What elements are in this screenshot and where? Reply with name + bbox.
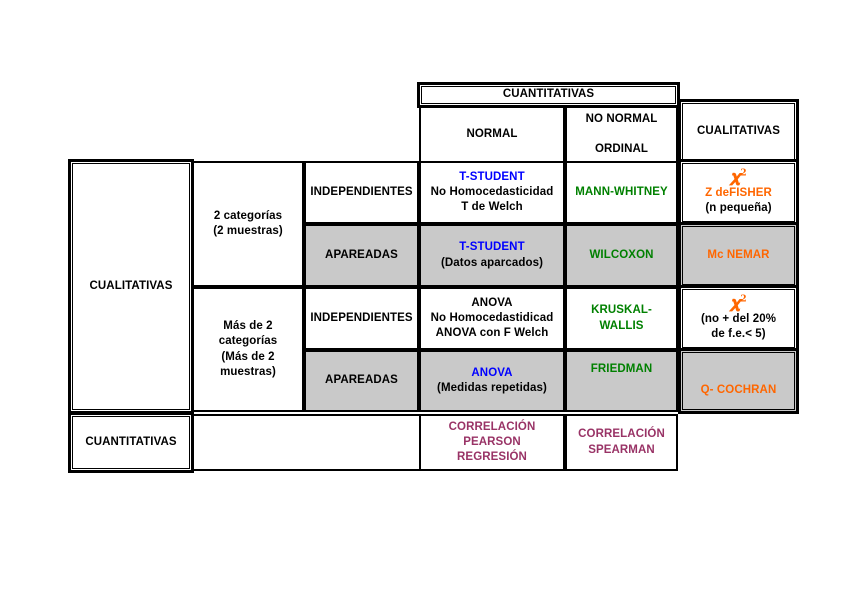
row2-qualitative-cell: Mc NEMAR [678, 222, 799, 289]
row3-nonormal-line2: WALLIS [599, 319, 644, 332]
row3-normal-test: ANOVA [471, 296, 513, 309]
row2-normal-note1: (Datos aparcados) [440, 256, 544, 269]
chi-squared-icon: 𝛘2 [730, 292, 747, 312]
row3-qualitative-note2: de f.e.< 5) [711, 327, 766, 340]
row3-normal-note2: ANOVA con F Welch [435, 327, 549, 340]
header-no-normal-ordinal: NO NORMAL ORDINAL [565, 106, 678, 163]
row3-nonormal-line1: KRUSKAL- [591, 304, 652, 317]
row5-normal-line2: PEARSON [463, 435, 521, 448]
subgroup-more-line3: (Más de 2 [221, 350, 275, 363]
header-no-normal-label: NO NORMAL [585, 113, 658, 125]
subgroup-two-categories: 2 categorías (2 muestras) [192, 161, 304, 287]
header-normal: NORMAL [419, 106, 565, 163]
row2-nonormal-test: WILCOXON [589, 248, 654, 261]
row5-normal-line3: REGRESIÓN [457, 451, 527, 464]
row3-nonormal-cell: KRUSKAL- WALLIS [565, 287, 678, 350]
row4-qualitative-test: Q- COCHRAN [700, 383, 777, 396]
row2-normal-test: T-STUDENT [459, 241, 525, 254]
row1-normal-note2: T de Welch [461, 201, 523, 214]
subgroup-two-categories-line2: (2 muestras) [213, 225, 283, 237]
row4-design-label: APAREADAS [325, 374, 398, 387]
row1-normal-cell: T-STUDENT No Homocedasticidad T de Welch [419, 161, 565, 224]
row1-design-independientes: INDEPENDIENTES [304, 161, 419, 224]
header-cualitativas-label: CUALITATIVAS [697, 125, 780, 138]
row2-qualitative-test: Mc NEMAR [707, 248, 770, 261]
row1-design-label: INDEPENDIENTES [310, 185, 413, 198]
subgroup-more-line2: categorías [218, 335, 278, 348]
row1-qualitative-test: Z deFISHER [705, 186, 772, 199]
header-normal-label: NORMAL [466, 127, 518, 140]
rowgroup-cualitativas: CUALITATIVAS [68, 159, 194, 414]
row2-normal-cell: T-STUDENT (Datos aparcados) [419, 224, 565, 287]
row1-nonormal-cell: MANN-WHITNEY [565, 161, 678, 224]
chi-squared-icon: 𝛘2 [730, 166, 747, 186]
rowgroup-cuantitativas: CUANTITATIVAS [68, 412, 194, 473]
row4-design-apareadas: APAREADAS [304, 350, 419, 412]
subgroup-more-line4: muestras) [220, 365, 276, 378]
row3-design-independientes: INDEPENDIENTES [304, 287, 419, 350]
row1-normal-note1: No Homocedasticidad [430, 185, 554, 198]
row4-normal-cell: ANOVA (Medidas repetidas) [419, 350, 565, 412]
row3-qualitative-note1: (no + del 20% [700, 312, 777, 325]
row1-nonormal-test: MANN-WHITNEY [575, 185, 668, 198]
row4-nonormal-test: FRIEDMAN [590, 363, 653, 375]
subgroup-more-than-two-categories: Más de 2 categorías (Más de 2 muestras) [192, 287, 304, 412]
row4-normal-test: ANOVA [471, 366, 513, 379]
row2-nonormal-cell: WILCOXON [565, 224, 678, 287]
row5-normal-cell: CORRELACIÓN PEARSON REGRESIÓN [419, 414, 565, 471]
row3-qualitative-cell: 𝛘2 (no + del 20% de f.e.< 5) [678, 285, 799, 352]
rowgroup-cualitativas-label: CUALITATIVAS [89, 279, 173, 292]
header-cualitativas: CUALITATIVAS [678, 99, 799, 165]
row5-nonormal-line1: CORRELACIÓN [578, 428, 665, 441]
row1-normal-test: T-STUDENT [459, 170, 525, 183]
row1-qualitative-cell: 𝛘2 Z deFISHER (n pequeña) [678, 159, 799, 226]
header-ordinal-label: ORDINAL [594, 142, 649, 155]
row4-nonormal-cell: FRIEDMAN [565, 350, 678, 412]
row1-qualitative-note1: (n pequeña) [705, 201, 772, 214]
row5-normal-line1: CORRELACIÓN [448, 420, 536, 433]
row3-normal-note1: No Homocedastidicad [430, 311, 554, 324]
row4-qualitative-cell: Q- COCHRAN [678, 348, 799, 414]
row2-design-apareadas: APAREADAS [304, 224, 419, 287]
header-cuantitativas-label: CUANTITATIVAS [502, 88, 595, 101]
row2-design-label: APAREADAS [325, 248, 398, 261]
rowgroup-cuantitativas-label: CUANTITATIVAS [85, 435, 177, 448]
row5-nonormal-line2: SPEARMAN [588, 443, 655, 456]
row4-normal-note1: (Medidas repetidas) [437, 382, 547, 394]
row5-empty-cell [192, 414, 419, 471]
row3-normal-cell: ANOVA No Homocedastidicad ANOVA con F We… [419, 287, 565, 350]
subgroup-more-line1: Más de 2 [223, 320, 273, 333]
header-cuantitativas-group: CUANTITATIVAS [417, 82, 680, 108]
row5-nonormal-cell: CORRELACIÓN SPEARMAN [565, 414, 678, 471]
row3-design-label: INDEPENDIENTES [310, 311, 413, 324]
subgroup-two-categories-line1: 2 categorías [213, 209, 283, 222]
